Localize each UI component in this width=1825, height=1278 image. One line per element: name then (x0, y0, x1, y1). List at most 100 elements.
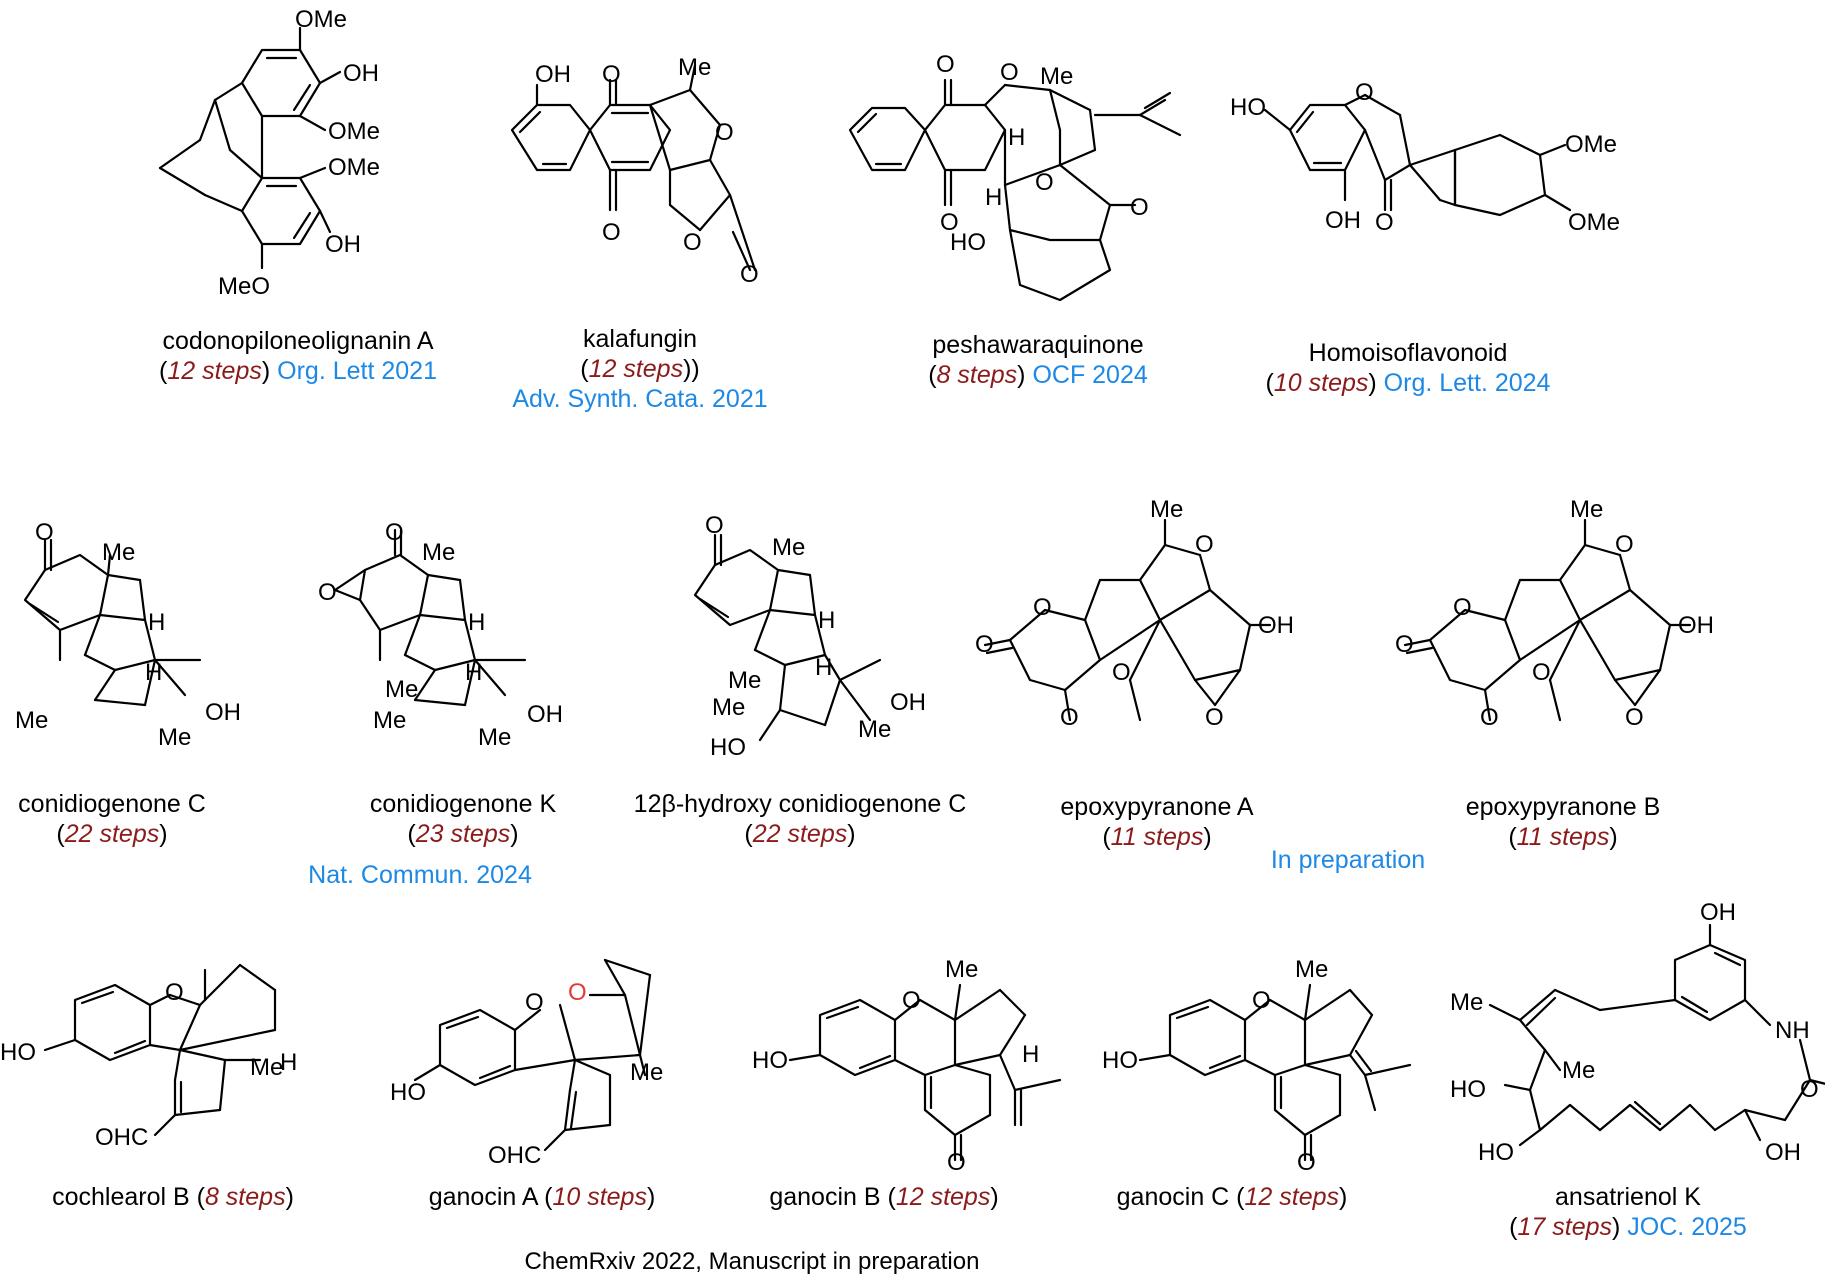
compound-name: codonopiloneolignanin A (162, 327, 434, 355)
reference-link[interactable]: JOC. 2025 (1627, 1213, 1747, 1241)
caption-ganocin-b: ganocin B (12 steps) (769, 1182, 998, 1212)
atom-label: HO (1102, 1047, 1138, 1074)
atom-label: O (740, 261, 759, 288)
compound-name: peshawaraquinone (932, 331, 1144, 359)
steps-count: 22 steps (752, 820, 848, 848)
compound-steps-line: (23 steps) (407, 820, 519, 848)
caption-epoxypyranone-a: epoxypyranone A (11 steps) (1060, 792, 1253, 852)
caption-ansatrienol-k: ansatrienol K (17 steps) JOC. 2025 (1509, 1182, 1747, 1242)
atom-label: O (602, 219, 621, 246)
reference-link[interactable]: Org. Lett 2021 (277, 357, 437, 385)
structure-codonopiloneolignanin-a: OMe OH OMe OMe OH MeO (158, 6, 380, 300)
note-in-preparation: In preparation (1270, 846, 1426, 874)
atom-label: H (818, 607, 835, 634)
atom-label: HO (950, 229, 986, 256)
atom-label: Me (1295, 956, 1328, 983)
structure-kalafungin: OH O Me O O O O (510, 54, 759, 288)
atom-label: Me (1562, 1057, 1595, 1084)
compound-steps-line: (11 steps) (1508, 823, 1618, 851)
atom-label: H (1022, 1041, 1039, 1068)
caption-ganocin-c: ganocin C (12 steps) (1117, 1182, 1348, 1212)
compound-name: 12β-hydroxy conidiogenone C (633, 790, 967, 818)
atom-label: OMe (1568, 209, 1620, 236)
atom-label: O (1297, 1149, 1316, 1176)
reference-link[interactable]: OCF 2024 (1032, 361, 1148, 389)
atom-label: O (1800, 1076, 1819, 1103)
atom-label: H (145, 659, 162, 686)
atom-label: Me (250, 1054, 283, 1081)
structure-ansatrienol-k: OH Me NH Me HO O HO OH (1450, 899, 1825, 1166)
structure-ganocin-b: O Me H HO O (752, 956, 1062, 1176)
compound-steps-line: (12 steps)) (580, 355, 700, 383)
atom-label: OH (205, 699, 241, 726)
atom-label: H (1008, 124, 1025, 151)
reference-nat-commun-2024[interactable]: Nat. Commun. 2024 (308, 861, 532, 889)
compound-steps-line: (22 steps) (56, 820, 168, 848)
atom-label: O (1395, 631, 1414, 658)
atom-label: OH (527, 701, 563, 728)
atom-label: O (165, 979, 184, 1006)
atom-label: O (1615, 531, 1634, 558)
compound-name: ganocin B (769, 1183, 881, 1211)
compound-name: ganocin A (428, 1183, 538, 1211)
caption-12b-hydroxy-conidiogenone-c: 12β-hydroxy conidiogenone C (22 steps) (634, 789, 967, 849)
compound-steps-line: (12 steps) Org. Lett 2021 (159, 357, 437, 385)
structure-cochlearol-b: O HO Me H OHC (0, 963, 297, 1151)
atom-label: H (280, 1049, 297, 1076)
caption-conidiogenone-k: conidiogenone K (23 steps) (370, 789, 556, 849)
atom-label: MeO (218, 273, 270, 300)
atom-label: Me (15, 707, 48, 734)
structure-conidiogenone-c: O Me H H Me OH Me (15, 519, 241, 751)
atom-label: H (468, 609, 485, 636)
atom-label: O (975, 631, 994, 658)
atom-label: OH (325, 231, 361, 258)
steps-count: 22 steps (64, 820, 160, 848)
structure-epoxypyranone-b: Me O O O OH O O O (1395, 496, 1714, 731)
atom-label: O (1480, 704, 1499, 731)
atom-label: O (1355, 79, 1374, 106)
atom-label: O (683, 229, 702, 256)
steps-count: 12 steps (895, 1183, 991, 1211)
atom-label: OMe (328, 154, 380, 181)
atom-label: O (1000, 59, 1019, 86)
atom-label: OH (1678, 612, 1714, 639)
steps-count: 17 steps (1517, 1213, 1613, 1241)
atom-label: O (705, 512, 724, 539)
structure-ganocin-a: O O HO Me OHC (390, 958, 663, 1169)
atom-label: OH (1258, 612, 1294, 639)
atom-label: HO (1230, 94, 1266, 121)
atom-label: O (1532, 659, 1551, 686)
atom-label: HO (1478, 1139, 1514, 1166)
atom-label: Me (1150, 496, 1183, 523)
atom-label: Me (712, 694, 745, 721)
atom-label: Me (478, 724, 511, 751)
reference-link[interactable]: Org. Lett. 2024 (1383, 369, 1551, 397)
compound-steps-line: ganocin B (12 steps) (769, 1183, 999, 1211)
atom-label: Me (422, 539, 455, 566)
compound-name: ganocin C (1116, 1183, 1230, 1211)
atom-label: HO (0, 1039, 36, 1066)
reference-link[interactable]: Adv. Synth. Cata. 2021 (512, 385, 768, 413)
caption-cochlearol-b: cochlearol B (8 steps) (52, 1182, 294, 1212)
atom-label: O (318, 579, 337, 606)
compound-steps-line: cochlearol B (8 steps) (52, 1183, 294, 1211)
atom-label: O (602, 61, 621, 88)
note-chemrxiv-2022: ChemRxiv 2022, Manuscript in preparation (524, 1248, 980, 1275)
atom-label: O (1033, 594, 1052, 621)
structure-12b-hydroxy-conidiogenone-c: O Me H H Me Me OH Me HO (693, 512, 926, 761)
compound-steps-line: (8 steps) OCF 2024 (928, 361, 1148, 389)
atom-label: O (35, 519, 54, 546)
atom-label: H (985, 184, 1002, 211)
atom-label: H (148, 609, 165, 636)
atom-label: O (1625, 704, 1644, 731)
compound-steps-line: (17 steps) JOC. 2025 (1509, 1213, 1747, 1241)
structure-homoisoflavonoid: HO O OMe OMe OH O (1230, 79, 1620, 236)
atom-label: OH (890, 689, 926, 716)
steps-count: 12 steps (167, 357, 262, 385)
compound-name: ansatrienol K (1555, 1183, 1701, 1211)
atom-label: HO (390, 1079, 426, 1106)
atom-label: O (947, 1149, 966, 1176)
atom-label: OMe (295, 6, 347, 33)
atom-label: Me (373, 707, 406, 734)
steps-count: 10 steps (552, 1183, 647, 1211)
